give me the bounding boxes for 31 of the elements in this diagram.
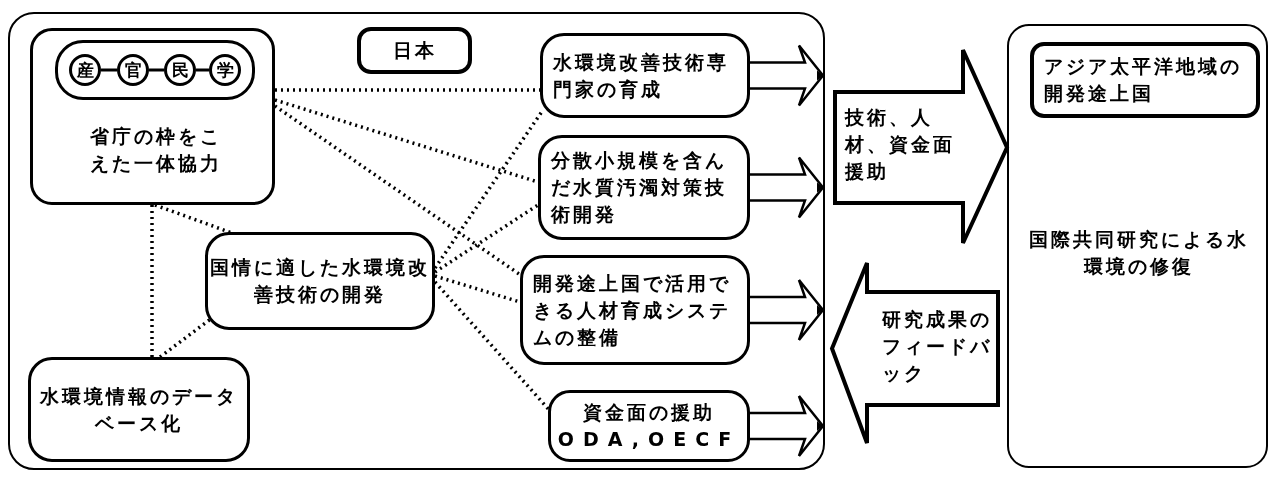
dotted-line bbox=[433, 109, 545, 269]
process-box: 分散小規模を含んだ水質汚濁対策技術開発 bbox=[538, 135, 750, 240]
hollow-arrow bbox=[748, 156, 825, 219]
process-box: 開発途上国で活用できる人材育成システムの整備 bbox=[520, 255, 750, 365]
process-box: 水環境情報のデータベース化 bbox=[28, 357, 250, 462]
box-text: 省庁の枠をこえた一体協力 bbox=[88, 124, 223, 176]
heading-box: アジア太平洋地域の開発途上国 bbox=[1030, 42, 1260, 118]
region-box bbox=[1007, 24, 1268, 468]
pill-box bbox=[55, 40, 255, 100]
connector-line bbox=[149, 68, 164, 72]
dotted-line bbox=[434, 274, 521, 304]
hollow-arrow bbox=[748, 278, 825, 342]
hollow-arrow bbox=[748, 44, 825, 107]
box-text: 国際共同研究による水環境の修復 bbox=[1029, 227, 1249, 279]
connector-line bbox=[101, 68, 117, 72]
dotted-line bbox=[150, 205, 154, 357]
connector-line bbox=[196, 68, 209, 72]
hollow-arrow bbox=[748, 394, 825, 458]
circle-label: 民 bbox=[164, 54, 196, 86]
frame-box bbox=[8, 12, 825, 470]
process-box: 資金面の援助 ODA,OECF bbox=[548, 390, 750, 462]
heading-tag: 日本 bbox=[357, 27, 472, 74]
circle-label: 官 bbox=[117, 54, 149, 86]
dotted-line bbox=[154, 203, 233, 235]
group-box bbox=[30, 28, 275, 205]
dotted-line bbox=[434, 203, 539, 274]
circle-label: 学 bbox=[209, 54, 241, 86]
process-box: 水環境改善技術専門家の育成 bbox=[540, 33, 750, 118]
process-box: 国情に適した水環境改善技術の開発 bbox=[205, 232, 435, 330]
circle-label: 産 bbox=[69, 54, 101, 86]
dotted-line bbox=[274, 104, 523, 278]
